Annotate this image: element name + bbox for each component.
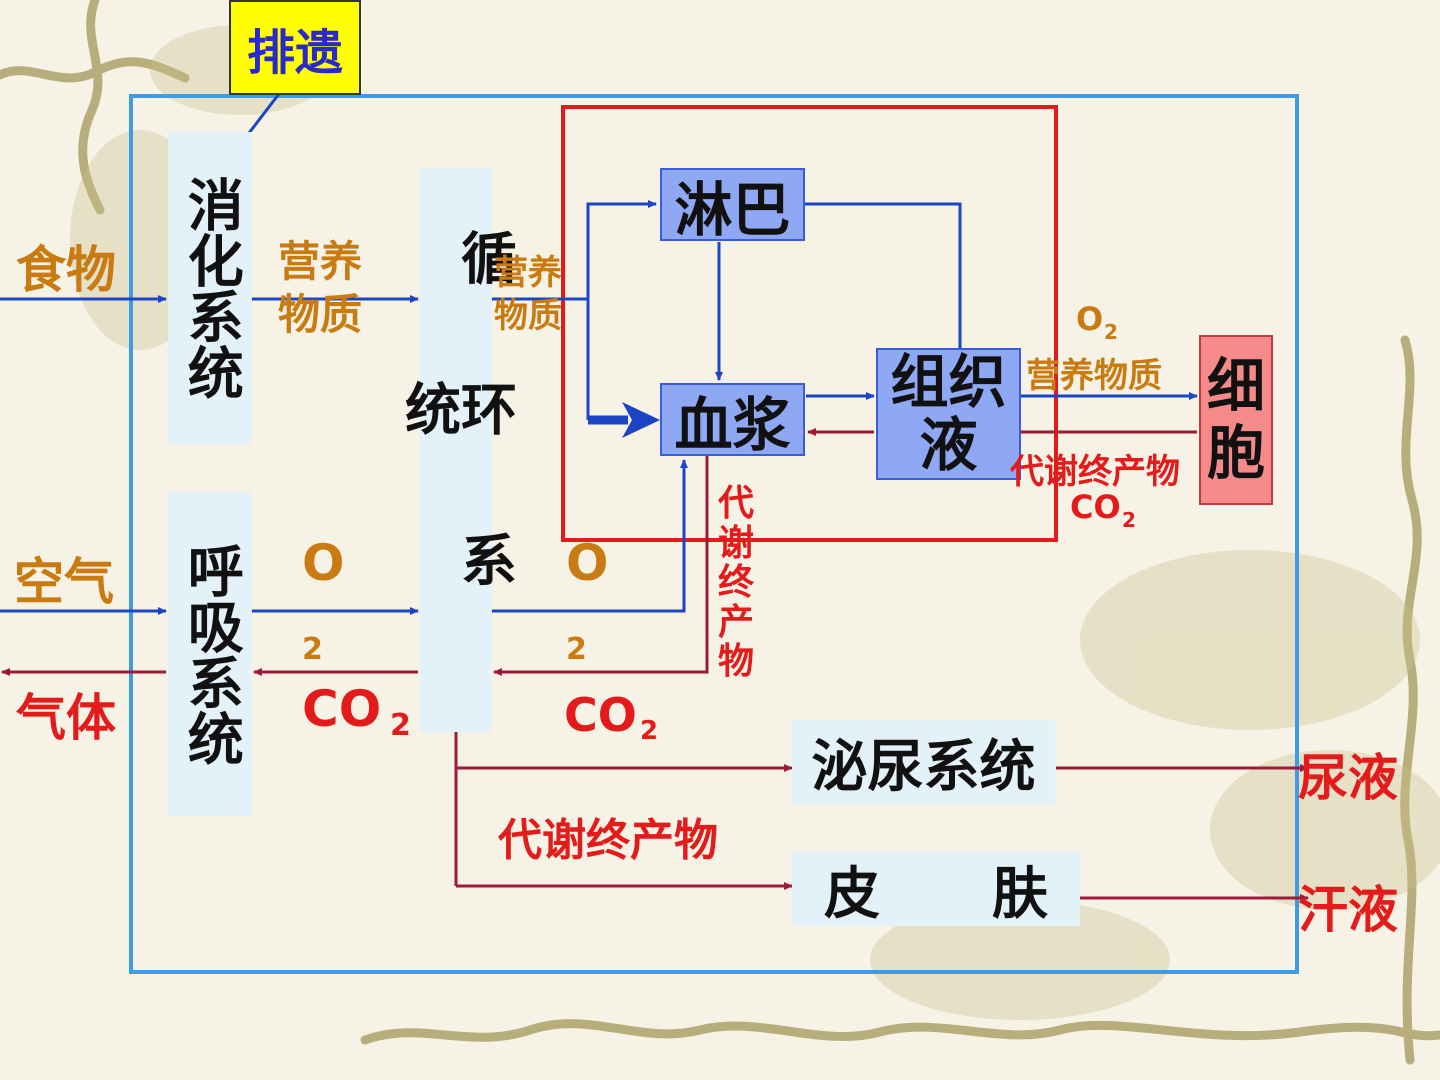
o2-mid-sub: 2 bbox=[566, 632, 587, 667]
cell-box: 细胞 bbox=[1199, 335, 1273, 505]
tissue-fluid-box: 组织液 bbox=[876, 348, 1021, 480]
metabolic-cell-label: 代谢终产物 bbox=[1010, 452, 1180, 492]
excrete-box: 排遗 bbox=[229, 0, 361, 95]
air-label: 空气 bbox=[14, 553, 114, 611]
metabolic-bottom-label: 代谢终产物 bbox=[498, 815, 718, 866]
outer-body-frame bbox=[129, 94, 1299, 974]
nutrients-label-2: 营养物质 bbox=[494, 253, 562, 336]
metabolic-label-vertical: 代谢终产物 bbox=[717, 483, 754, 683]
skin-box: 皮 肤 bbox=[792, 852, 1080, 927]
urinary-system-box: 泌尿系统 bbox=[792, 720, 1055, 804]
co2-left-main: CO bbox=[302, 680, 382, 738]
co2-mid-sub: 2 bbox=[640, 716, 659, 746]
lymph-box: 淋巴 bbox=[660, 168, 805, 244]
o2-cell-sub: 2 bbox=[1104, 320, 1118, 344]
circulatory-to-plasma-o2-arrow bbox=[492, 459, 688, 613]
o2-left-main: O bbox=[302, 534, 345, 592]
internal-environment-frame bbox=[561, 105, 1058, 542]
gas-out-label: 气体 bbox=[16, 689, 116, 747]
urine-label: 尿液 bbox=[1298, 749, 1398, 807]
circulatory-system-box: 循环系统 bbox=[396, 168, 517, 732]
co2-mid-main: CO bbox=[564, 688, 637, 742]
digestive-system-box: 消化系统 bbox=[168, 132, 252, 444]
thick-plasma-arrow bbox=[588, 402, 660, 438]
co2-cell-main: CO bbox=[1070, 488, 1121, 526]
co2-cell-sub: 2 bbox=[1122, 508, 1136, 532]
plasma-box: 血浆 bbox=[660, 383, 805, 459]
co2-left-sub: 2 bbox=[390, 708, 411, 743]
plasma-to-circulatory-waste-arrow bbox=[493, 456, 709, 676]
sweat-label: 汗液 bbox=[1298, 881, 1398, 939]
tissue-fluid-to-lymph-arrow bbox=[789, 200, 962, 348]
nutrients-cell-label: 营养物质 bbox=[1026, 356, 1162, 396]
o2-left-sub: 2 bbox=[302, 632, 323, 667]
o2-cell-main: O bbox=[1076, 300, 1104, 338]
respiratory-system-box: 呼吸系统 bbox=[168, 492, 252, 816]
to-lymph-arrow bbox=[586, 200, 657, 299]
nutrients-label-1: 营养物质 bbox=[278, 237, 363, 339]
food-label: 食物 bbox=[16, 241, 116, 299]
o2-mid-main: O bbox=[566, 534, 609, 592]
